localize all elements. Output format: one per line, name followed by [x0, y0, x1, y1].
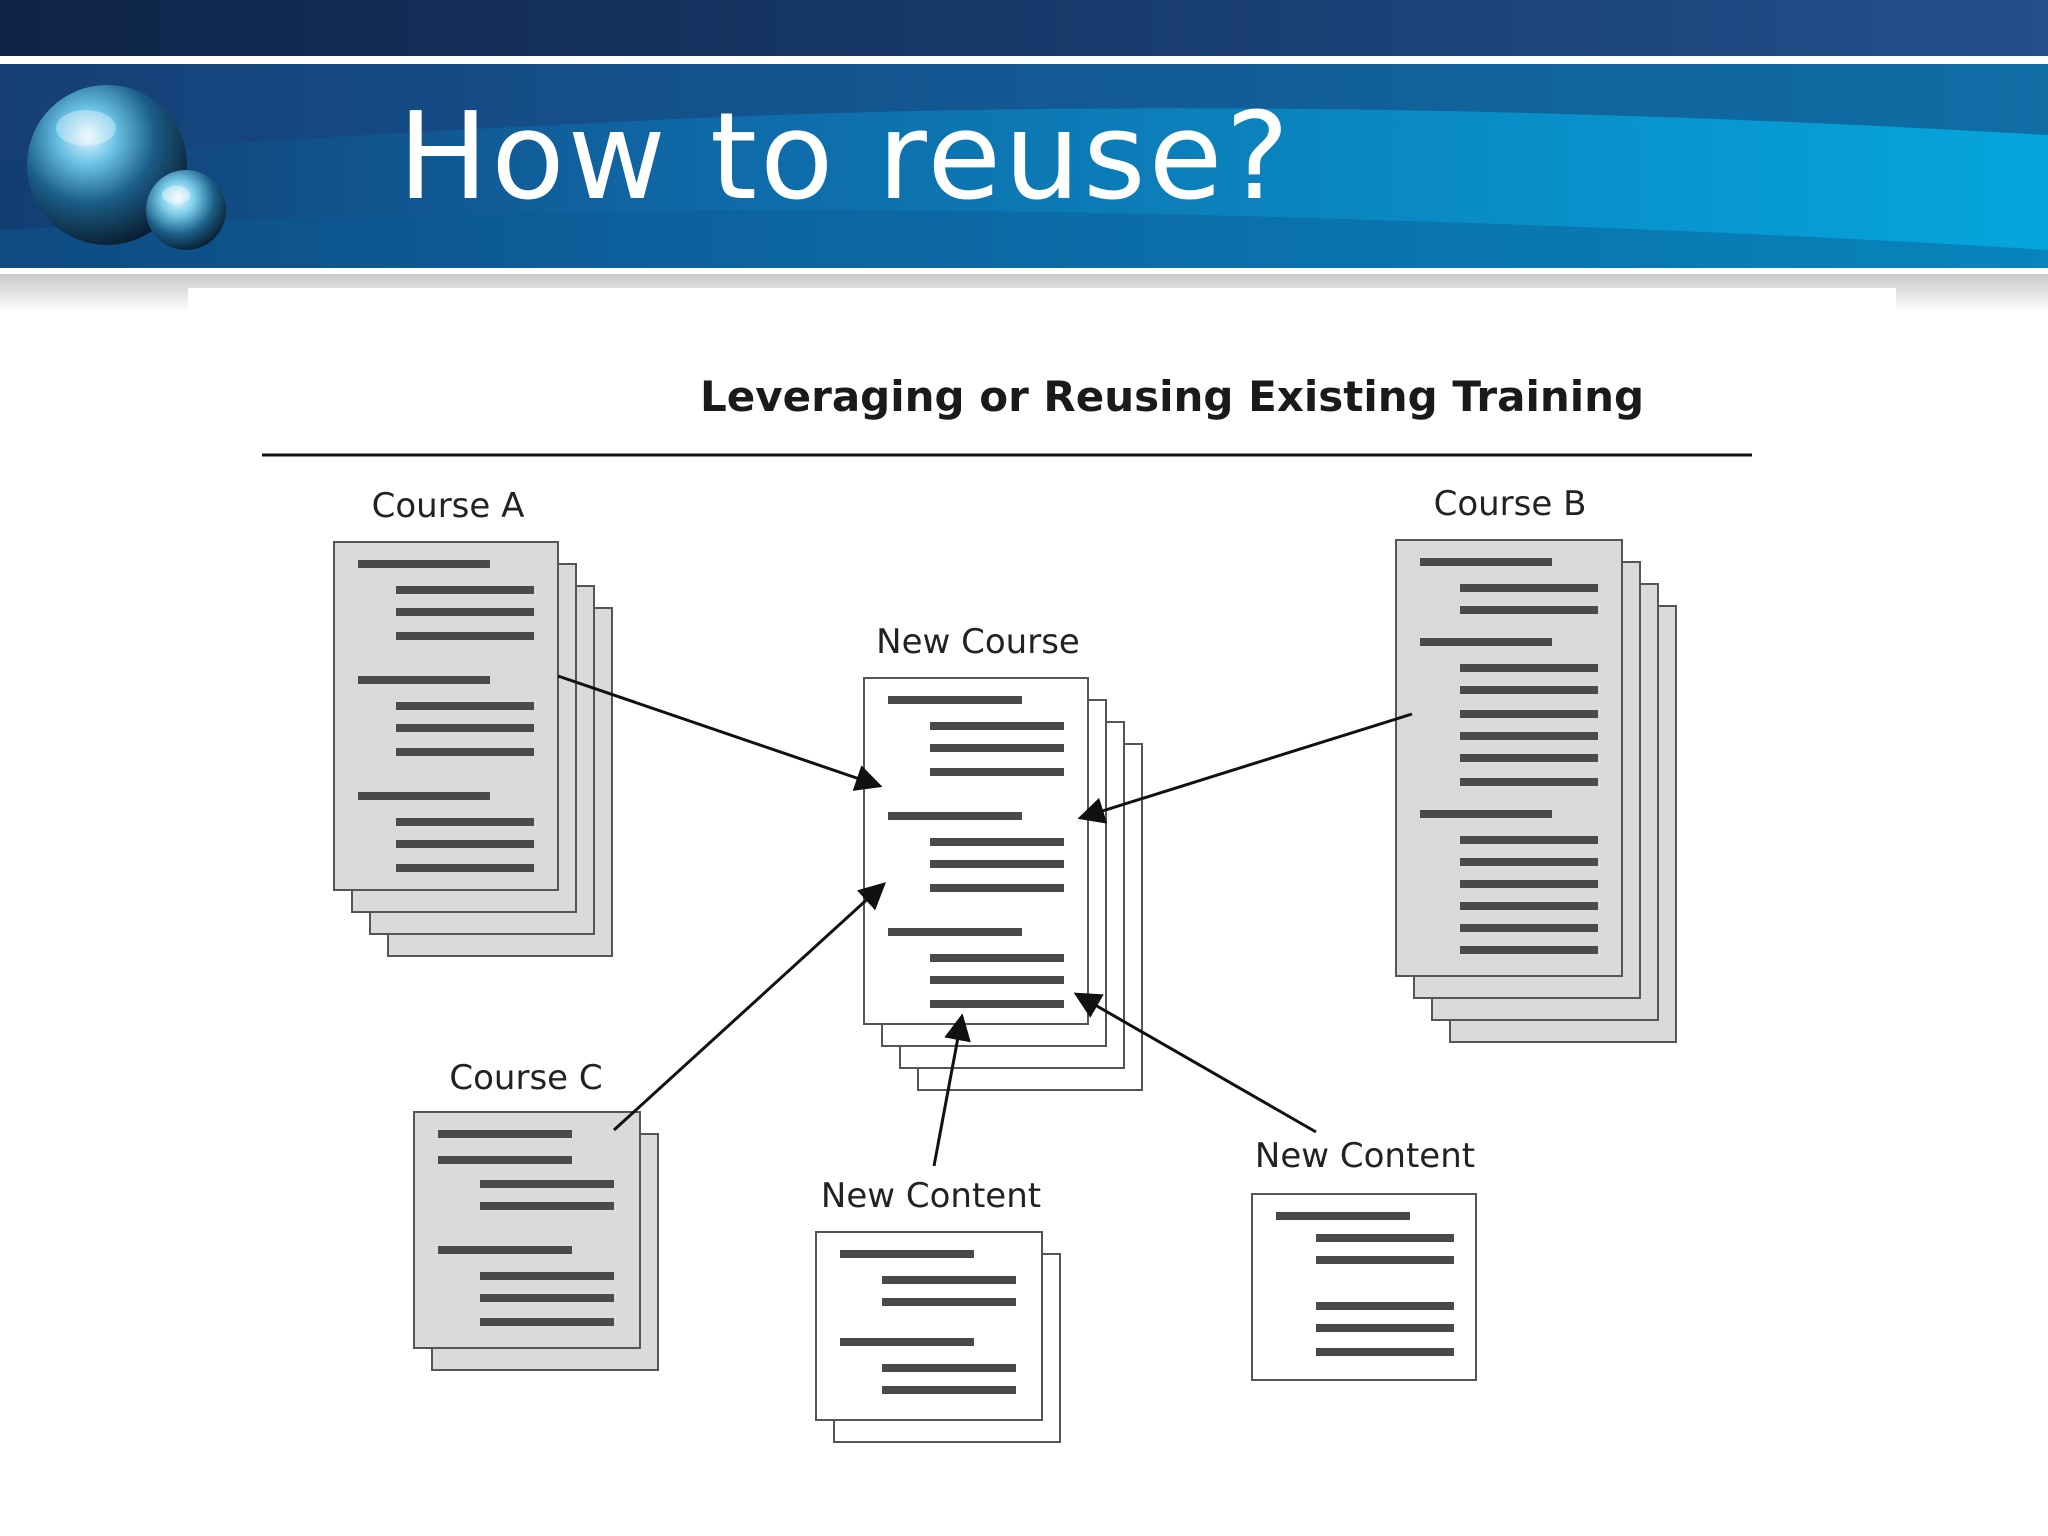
doc-course-b-text-bar: [1460, 754, 1598, 762]
doc-new-course-text-bar: [930, 976, 1064, 984]
doc-new-course-text-bar: [930, 838, 1064, 846]
doc-new-course-heading-bar: [888, 928, 1022, 936]
doc-new-content-1-text-bar: [882, 1298, 1016, 1306]
label-new-content-1: New Content: [820, 1176, 1042, 1216]
doc-course-a-text-bar: [396, 632, 534, 640]
doc-new-course-text-bar: [930, 768, 1064, 776]
doc-course-c-heading-bar: [438, 1130, 572, 1138]
diagram-documents: [333, 539, 1677, 1443]
doc-course-a-text-bar: [396, 818, 534, 826]
label-course-a: Course A: [371, 486, 525, 526]
label-course-b: Course B: [1433, 484, 1587, 524]
doc-new-course-front-page: [863, 677, 1089, 1025]
doc-course-a-heading-bar: [358, 792, 490, 800]
doc-course-b-text-bar: [1460, 836, 1598, 844]
arrow-course-c-to-new-course: [612, 882, 886, 1132]
doc-new-content-1-text-bar: [882, 1364, 1016, 1372]
doc-course-b-text-bar: [1460, 606, 1598, 614]
arrow-new-content-1-to-new-course: [932, 1013, 971, 1167]
doc-new-course-text-bar: [930, 744, 1064, 752]
doc-new-content-1-heading-bar: [840, 1250, 974, 1258]
slide-title: How to reuse?: [398, 88, 1293, 227]
doc-new-course-text-bar: [930, 1000, 1064, 1008]
doc-new-course-heading-bar: [888, 696, 1022, 704]
doc-course-c-front-page: [413, 1111, 641, 1349]
doc-course-b-heading-bar: [1420, 638, 1552, 646]
doc-course-b-text-bar: [1460, 710, 1598, 718]
doc-course-b-heading-bar: [1420, 810, 1552, 818]
doc-course-b-text-bar: [1460, 880, 1598, 888]
doc-course-a-heading-bar: [358, 560, 490, 568]
doc-new-content-1-heading-bar: [840, 1338, 974, 1346]
doc-course-b-text-bar: [1460, 686, 1598, 694]
doc-new-content-2-text-bar: [1316, 1256, 1454, 1264]
doc-course-b-heading-bar: [1420, 558, 1552, 566]
label-new-content-2: New Content: [1254, 1136, 1476, 1176]
doc-new-content-2-text-bar: [1316, 1348, 1454, 1356]
doc-course-c-text-bar: [480, 1294, 614, 1302]
doc-course-a-text-bar: [396, 748, 534, 756]
doc-new-content-2-text-bar: [1316, 1302, 1454, 1310]
doc-new-course-text-bar: [930, 954, 1064, 962]
header-banner: [0, 0, 2048, 318]
doc-course-c-heading-bar: [438, 1246, 572, 1254]
doc-new-content-2: [1251, 1193, 1477, 1381]
doc-new-content-1-text-bar: [882, 1276, 1016, 1284]
doc-new-course-text-bar: [930, 884, 1064, 892]
doc-course-c-heading-bar: [438, 1156, 572, 1164]
doc-course-c: [413, 1111, 659, 1371]
arrow-course-a-to-new-course: [557, 674, 883, 791]
doc-course-c-text-bar: [480, 1272, 614, 1280]
logo-spheres-icon: [27, 85, 226, 250]
doc-course-c-text-bar: [480, 1180, 614, 1188]
arrow-new-content-2-to-new-course: [1073, 992, 1317, 1134]
doc-course-a-text-bar: [396, 702, 534, 710]
doc-course-b-text-bar: [1460, 924, 1598, 932]
doc-course-b-text-bar: [1460, 946, 1598, 954]
doc-new-course-heading-bar: [888, 812, 1022, 820]
doc-new-content-2-heading-bar: [1276, 1212, 1410, 1220]
doc-course-a-text-bar: [396, 840, 534, 848]
doc-course-b-text-bar: [1460, 664, 1598, 672]
doc-new-content-2-text-bar: [1316, 1324, 1454, 1332]
doc-new-course: [863, 677, 1143, 1091]
doc-course-b-text-bar: [1460, 858, 1598, 866]
doc-course-b-text-bar: [1460, 778, 1598, 786]
doc-new-content-1-text-bar: [882, 1386, 1016, 1394]
doc-course-a-text-bar: [396, 724, 534, 732]
doc-course-b-text-bar: [1460, 902, 1598, 910]
doc-course-a-text-bar: [396, 864, 534, 872]
label-course-c: Course C: [449, 1058, 603, 1098]
doc-new-content-1: [815, 1231, 1061, 1443]
arrow-course-b-to-new-course: [1077, 712, 1413, 824]
label-new-course: New Course: [876, 622, 1080, 662]
doc-course-a-heading-bar: [358, 676, 490, 684]
doc-course-b-text-bar: [1460, 732, 1598, 740]
diagram-arrows: [557, 674, 1413, 1167]
doc-course-b-text-bar: [1460, 584, 1598, 592]
doc-new-course-text-bar: [930, 722, 1064, 730]
doc-course-a-front-page: [333, 541, 559, 891]
doc-new-content-2-text-bar: [1316, 1234, 1454, 1242]
doc-course-a: [333, 541, 613, 957]
doc-course-b: [1395, 539, 1677, 1043]
doc-course-c-text-bar: [480, 1318, 614, 1326]
doc-course-a-text-bar: [396, 608, 534, 616]
doc-course-a-text-bar: [396, 586, 534, 594]
doc-course-c-text-bar: [480, 1202, 614, 1210]
doc-new-course-text-bar: [930, 860, 1064, 868]
diagram-title: Leveraging or Reusing Existing Training: [700, 372, 1645, 421]
